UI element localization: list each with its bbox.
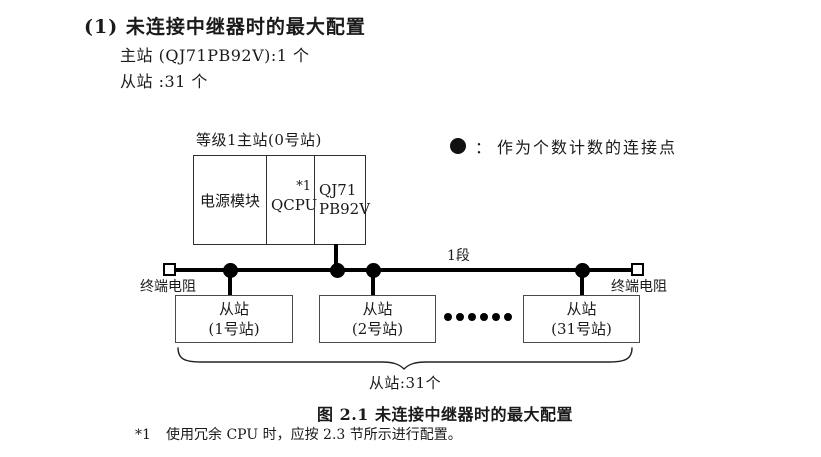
connection-dot-master: [330, 263, 345, 278]
segment-label: 1段: [447, 248, 470, 264]
slave31-number: (31号站): [551, 320, 612, 338]
slave-station-31-box: 从站 (31号站): [523, 295, 640, 343]
slave-station-2-box: 从站 (2号站): [319, 295, 436, 343]
cpu-footnote-marker: *1: [296, 179, 311, 194]
right-terminator-icon: [631, 263, 644, 276]
footnote-marker: *1: [135, 427, 151, 443]
legend-text: 作为个数计数的连接点: [497, 138, 678, 157]
power-module-name: 电源模块: [199, 191, 260, 210]
slave2-number: (2号站): [351, 320, 404, 338]
master-station-box: 电源模块 *1 QCPU QJ71 PB92V: [193, 155, 371, 245]
slave-count-brace: [177, 347, 633, 370]
slave-count-label: 从站:31个: [368, 374, 442, 392]
pb92v-module-name-line1: QJ71: [319, 181, 357, 199]
master-spec-line: 主站 (QJ71PB92V):1 个: [120, 46, 310, 65]
master-station-label: 等级1主站(0号站): [196, 131, 322, 149]
master-drop-line: [334, 244, 338, 270]
bus-line: [170, 268, 638, 272]
slave2-drop-line: [371, 270, 375, 296]
left-terminator-label: 终端电阻: [140, 279, 196, 295]
slave1-title: 从站: [218, 300, 249, 318]
connection-point-dot-icon: [450, 138, 466, 154]
footnote: *1 使用冗余 CPU 时，应按 2.3 节所示进行配置。: [135, 424, 462, 444]
slave-station-1-box: 从站 (1号站): [175, 295, 293, 343]
left-terminator-icon: [163, 263, 176, 276]
footnote-text: 使用冗余 CPU 时，应按 2.3 节所示进行配置。: [166, 427, 462, 443]
right-terminator-label: 终端电阻: [611, 279, 667, 295]
pb92v-module-cell: QJ71 PB92V: [314, 156, 371, 244]
slave-spec-line: 从站 :31 个: [120, 72, 208, 91]
power-module-cell: 电源模块: [194, 156, 266, 244]
legend-separator: ：: [475, 138, 492, 157]
cpu-module-cell: *1 QCPU: [266, 156, 318, 244]
ellipsis-dots-icon: [444, 313, 512, 321]
slave1-drop-line: [228, 270, 232, 296]
slave1-number: (1号站): [208, 320, 260, 338]
cpu-module-name: QCPU: [271, 196, 318, 214]
slave2-title: 从站: [362, 300, 393, 318]
figure-caption: 图 2.1 未连接中继器时的最大配置: [317, 405, 573, 424]
slave31-drop-line: [580, 270, 584, 296]
slave31-title: 从站: [566, 300, 597, 318]
legend: ： 作为个数计数的连接点: [450, 134, 677, 158]
section-heading: (1) 未连接中继器时的最大配置: [84, 16, 366, 38]
pb92v-module-name-line2: PB92V: [319, 200, 371, 218]
